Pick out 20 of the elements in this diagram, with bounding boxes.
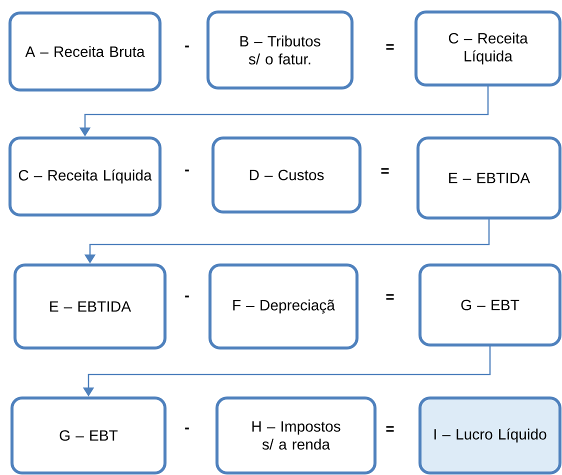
operator-sign: = [381,168,389,174]
operator-sign: = [386,294,394,300]
operator-sign: - [185,170,189,172]
step-box: F – Depreciaçã [208,264,358,350]
operator-sign: - [185,46,189,48]
operator-sign: - [185,296,189,298]
step-box: E – EBTIDA [416,136,562,220]
step-box: C – Receita Líquida [414,10,562,86]
operator-sign: - [185,428,189,430]
operator-sign: = [386,44,394,50]
step-box: B – Tributos s/ o fatur. [206,10,354,90]
step-box: G – EBT [418,264,562,346]
step-box: E – EBTIDA [14,264,166,350]
step-box: I – Lucro Líquido [418,396,562,474]
step-box: A – Receita Bruta [8,12,162,92]
step-box: G – EBT [10,396,166,474]
operator-sign: = [386,426,394,432]
step-box: C – Receita Líquida [8,136,162,216]
step-box: D – Custos [212,136,362,214]
step-box: H – Impostos s/ a renda [216,396,376,474]
